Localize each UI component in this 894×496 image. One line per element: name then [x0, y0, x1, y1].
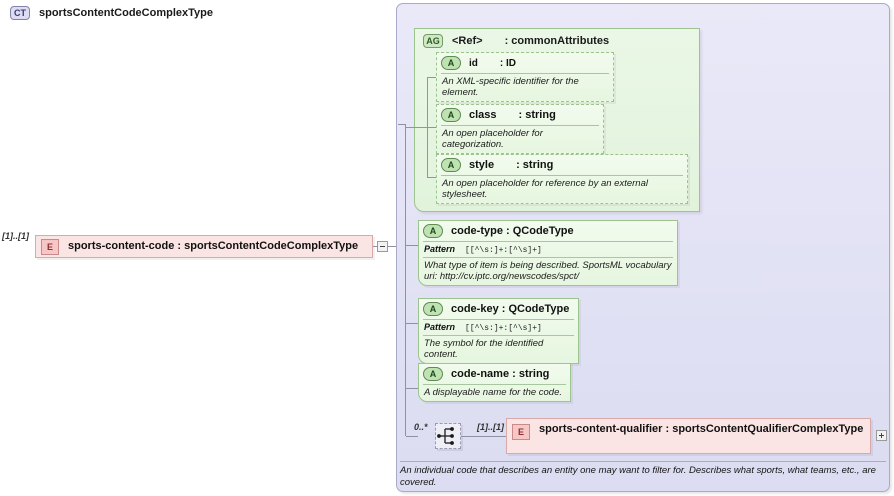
attribute-id-head: A id : ID	[437, 53, 613, 73]
connector-line	[406, 127, 427, 128]
attribute-tag-icon: A	[441, 158, 461, 172]
divider	[423, 335, 574, 336]
attribute-code-type-head: A code-type : QCodeType	[419, 221, 677, 241]
sequence-compositor-icon[interactable]	[435, 423, 461, 449]
divider	[423, 257, 673, 258]
attribute-tag-icon: A	[423, 367, 443, 381]
attribute-class-head: A class : string	[437, 105, 603, 125]
facet-value: [[^\s:]+:[^\s]+]	[465, 324, 542, 333]
attribute-style-doc: An open placeholder for reference by an …	[442, 178, 648, 200]
connector-line	[406, 323, 418, 324]
attribute-code-name[interactable]: A code-name : string A displayable name …	[418, 363, 571, 402]
connector-line	[388, 246, 398, 247]
attribute-class[interactable]: A class : string An open placeholder for…	[436, 104, 604, 154]
complextype-title-row: CT sportsContentCodeComplexType	[10, 6, 213, 20]
attribute-id-name: id	[469, 57, 478, 69]
attribute-code-key[interactable]: A code-key : QCodeType Pattern [[^\s:]+:…	[418, 298, 579, 364]
attribute-code-type-title: code-type : QCodeType	[451, 225, 574, 237]
attributegroup-title-row: AG <Ref> : commonAttributes	[423, 34, 609, 48]
complextype-name: sportsContentCodeComplexType	[39, 7, 213, 19]
element-label: sports-content-qualifier : sportsContent…	[539, 423, 864, 435]
child-element-cardinality: [1]..[1]	[477, 422, 504, 432]
connector-line	[427, 177, 436, 178]
element-sports-content-code[interactable]: E sports-content-code : sportsContentCod…	[35, 235, 373, 258]
element-sports-content-qualifier[interactable]: E sports-content-qualifier : sportsConte…	[506, 418, 871, 454]
attribute-class-type: : string	[518, 109, 556, 121]
attribute-tag-icon: A	[441, 108, 461, 122]
attribute-tag-icon: A	[441, 56, 461, 70]
divider	[423, 384, 566, 385]
connector-line	[406, 436, 418, 437]
connector-line	[427, 77, 436, 78]
attribute-code-name-doc: A displayable name for the code.	[424, 387, 563, 398]
attribute-style-type: : string	[516, 159, 554, 171]
element-tag-icon: E	[41, 238, 59, 255]
connector-spine	[405, 124, 406, 436]
divider	[423, 319, 574, 320]
complextype-annotation: An individual code that describes an ent…	[400, 465, 876, 488]
connector-line	[406, 245, 418, 246]
attribute-id-doc: An XML-specific identifier for the eleme…	[442, 76, 579, 98]
connector-line	[406, 388, 418, 389]
attribute-code-type-facet: Pattern [[^\s:]+:[^\s]+]	[419, 242, 677, 257]
attributegroup-ref-label: <Ref>	[452, 35, 483, 47]
attribute-style[interactable]: A style : string An open placeholder for…	[436, 154, 688, 204]
complextype-tag-icon: CT	[10, 6, 30, 20]
attributegroup-tag-icon: AG	[423, 34, 443, 48]
connector-line	[427, 127, 436, 128]
attribute-style-head: A style : string	[437, 155, 687, 175]
connector-line	[461, 436, 506, 437]
expand-toggle-child[interactable]	[876, 430, 887, 441]
attribute-id[interactable]: A id : ID An XML-specific identifier for…	[436, 52, 614, 102]
divider	[423, 241, 673, 242]
attribute-id-type: : ID	[499, 57, 516, 69]
attribute-code-type[interactable]: A code-type : QCodeType Pattern [[^\s:]+…	[418, 220, 678, 286]
divider	[441, 125, 599, 126]
attributegroup-type-label: : commonAttributes	[504, 35, 610, 47]
attribute-code-key-doc: The symbol for the identified content.	[424, 338, 544, 360]
sequence-cardinality: 0..*	[414, 422, 428, 432]
facet-key: Pattern	[424, 244, 456, 254]
attribute-code-name-head: A code-name : string	[419, 364, 570, 384]
attribute-code-key-head: A code-key : QCodeType	[419, 299, 578, 319]
attribute-code-name-title: code-name : string	[451, 368, 550, 380]
attribute-class-doc: An open placeholder for categorization.	[442, 128, 543, 150]
attribute-class-name: class	[469, 109, 497, 121]
attribute-tag-icon: A	[423, 224, 443, 238]
attribute-code-key-title: code-key : QCodeType	[451, 303, 570, 315]
collapse-toggle-root[interactable]	[377, 241, 388, 252]
connector-line	[398, 124, 406, 125]
attribute-style-name: style	[469, 159, 495, 171]
element-label: sports-content-code : sportsContentCodeC…	[68, 240, 359, 252]
divider	[441, 73, 609, 74]
root-element-cardinality: [1]..[1]	[2, 231, 29, 241]
divider	[441, 175, 683, 176]
element-tag-icon: E	[512, 424, 530, 440]
divider	[400, 461, 886, 462]
facet-key: Pattern	[424, 322, 456, 332]
attribute-tag-icon: A	[423, 302, 443, 316]
attribute-code-key-facet: Pattern [[^\s:]+:[^\s]+]	[419, 320, 578, 335]
facet-value: [[^\s:]+:[^\s]+]	[465, 246, 542, 255]
attribute-code-type-doc: What type of item is being described. Sp…	[424, 260, 672, 282]
connector-line	[373, 246, 378, 247]
